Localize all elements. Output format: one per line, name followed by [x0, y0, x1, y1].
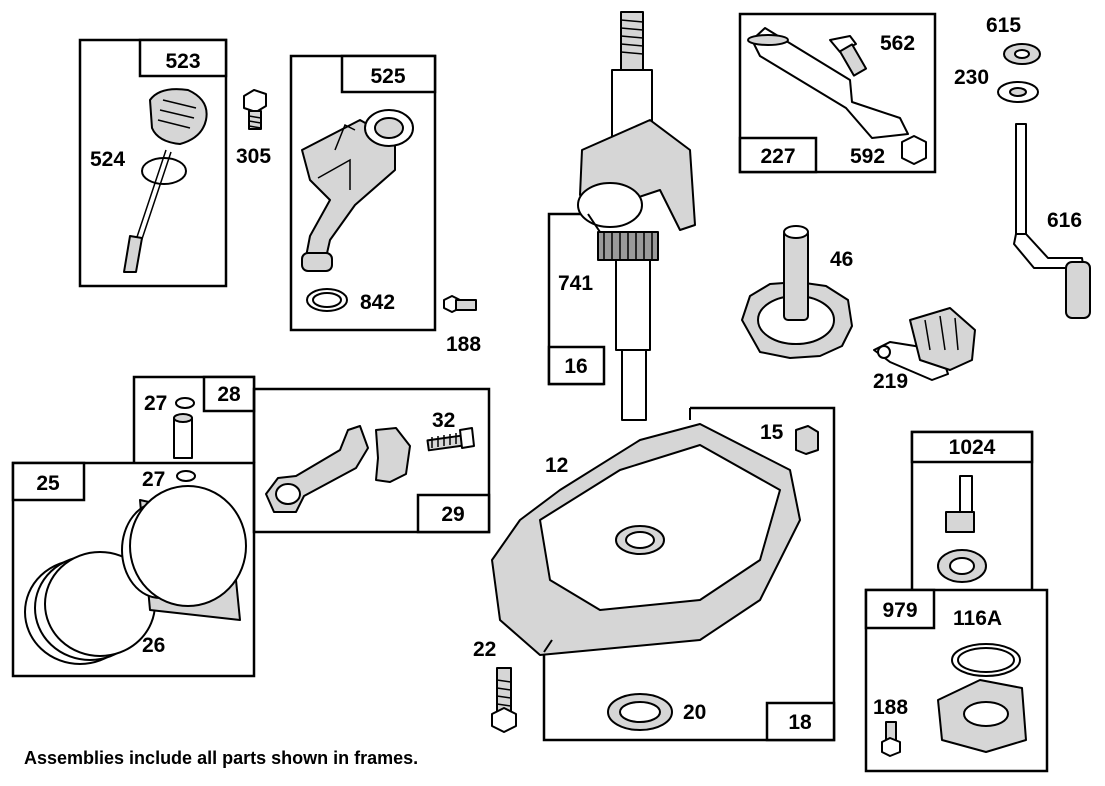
crankshaft-drawing — [577, 11, 696, 421]
frame-525 — [289, 54, 437, 332]
part-labels: 523 524 305 525 842 188 741 16 562 227 5… — [36, 14, 1082, 734]
part-label-28: 28 — [217, 383, 241, 406]
leader-lines — [543, 213, 691, 653]
part-label-29: 29 — [441, 503, 464, 526]
part-label-305: 305 — [236, 145, 271, 168]
part-label-230: 230 — [954, 66, 989, 89]
part-label-741: 741 — [558, 272, 593, 295]
part-label-46: 46 — [830, 248, 853, 271]
governor-bracket-drawing — [747, 27, 927, 165]
frame-1024 — [910, 430, 1034, 590]
connecting-rod-bolt-drawing — [426, 427, 475, 452]
bolt-22-drawing — [491, 667, 517, 733]
part-label-15: 15 — [760, 421, 784, 444]
dipstick-drawing — [123, 88, 208, 273]
oil-pump-cover-drawing — [881, 643, 1027, 757]
nut-washer-drawing — [997, 43, 1041, 103]
part-label-16: 16 — [564, 355, 587, 378]
part-label-20: 20 — [683, 701, 706, 724]
part-label-32: 32 — [432, 409, 455, 432]
oil-pump-gear-drawing — [937, 475, 987, 583]
connecting-rod-drawing — [265, 425, 411, 513]
part-label-592: 592 — [850, 145, 885, 168]
piston-pin-drawing — [173, 397, 196, 482]
part-label-18: 18 — [788, 711, 812, 734]
part-label-227: 227 — [760, 145, 795, 168]
part-label-979: 979 — [882, 599, 917, 622]
piston-and-rings-drawing — [24, 485, 247, 665]
frame-18 — [542, 406, 836, 742]
frame-523 — [78, 38, 228, 288]
camshaft-drawing — [741, 225, 853, 359]
crankcase-sump-drawing — [491, 423, 801, 656]
part-label-27-lower: 27 — [142, 468, 165, 491]
frame-979 — [864, 588, 1049, 773]
governor-assembly-drawing — [873, 307, 976, 381]
part-label-525: 525 — [370, 65, 405, 88]
part-label-524: 524 — [90, 148, 125, 171]
part-label-12: 12 — [545, 454, 568, 477]
frame-25 — [11, 461, 256, 678]
governor-lever-drawing — [1013, 123, 1091, 319]
part-label-188-cover: 188 — [873, 696, 908, 719]
assemblies-footnote: Assemblies include all parts shown in fr… — [24, 748, 419, 768]
dipstick-tube-drawing — [301, 109, 414, 312]
part-label-22: 22 — [473, 638, 496, 661]
part-label-1024: 1024 — [949, 436, 996, 459]
part-label-616: 616 — [1047, 209, 1082, 232]
part-label-27-upper: 27 — [144, 392, 167, 415]
bolt-188-drawing — [443, 295, 477, 313]
frame-16 — [547, 212, 606, 386]
part-label-25: 25 — [36, 472, 60, 495]
part-label-116a: 116A — [953, 607, 1002, 630]
part-label-26: 26 — [142, 634, 165, 657]
part-label-562: 562 — [880, 32, 915, 55]
bolt-305-drawing — [243, 89, 267, 130]
part-label-219: 219 — [873, 370, 908, 393]
part-label-842: 842 — [360, 291, 395, 314]
plug-drawing — [795, 425, 819, 455]
oil-seal-drawing — [607, 693, 673, 731]
part-label-523: 523 — [165, 50, 200, 73]
part-label-188: 188 — [446, 333, 481, 356]
frame-227 — [738, 12, 937, 174]
part-label-615: 615 — [986, 14, 1021, 37]
frame-29 — [252, 387, 491, 534]
